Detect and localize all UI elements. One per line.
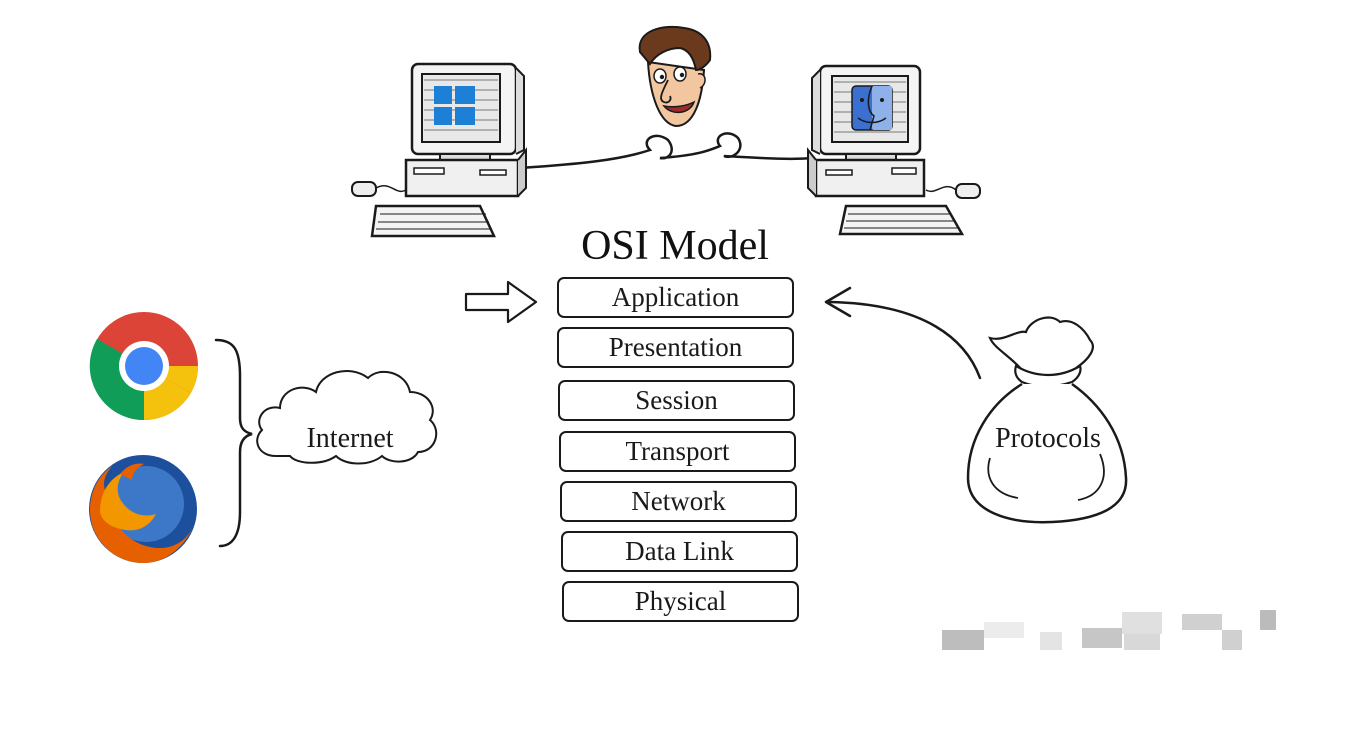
chrome-icon bbox=[89, 312, 199, 421]
windows-logo-icon bbox=[434, 86, 475, 125]
diagram-title: OSI Model bbox=[581, 223, 769, 269]
layer-session: Session bbox=[558, 380, 795, 421]
protocols-bag-icon bbox=[966, 316, 1128, 524]
cloud-icon bbox=[256, 369, 438, 465]
windows-computer-icon bbox=[351, 62, 527, 238]
bracket-icon bbox=[214, 338, 253, 548]
layer-presentation: Presentation bbox=[557, 327, 794, 368]
mac-computer-icon bbox=[807, 64, 981, 236]
curved-arrow-icon bbox=[824, 286, 982, 380]
block-arrow-icon bbox=[464, 280, 538, 324]
network-cable bbox=[519, 132, 813, 170]
layer-data-link: Data Link bbox=[561, 531, 798, 572]
layer-application: Application bbox=[557, 277, 794, 318]
network-scene bbox=[351, 25, 981, 238]
firefox-icon bbox=[89, 455, 197, 564]
cloud-label: Internet bbox=[306, 423, 394, 454]
layer-physical: Physical bbox=[562, 581, 799, 622]
layer-transport: Transport bbox=[559, 431, 796, 472]
mac-finder-icon bbox=[851, 85, 893, 131]
layer-network: Network bbox=[560, 481, 797, 522]
bag-label: Protocols bbox=[995, 423, 1101, 454]
cartoon-man-icon bbox=[638, 25, 712, 128]
blurred-watermark bbox=[942, 608, 1282, 652]
